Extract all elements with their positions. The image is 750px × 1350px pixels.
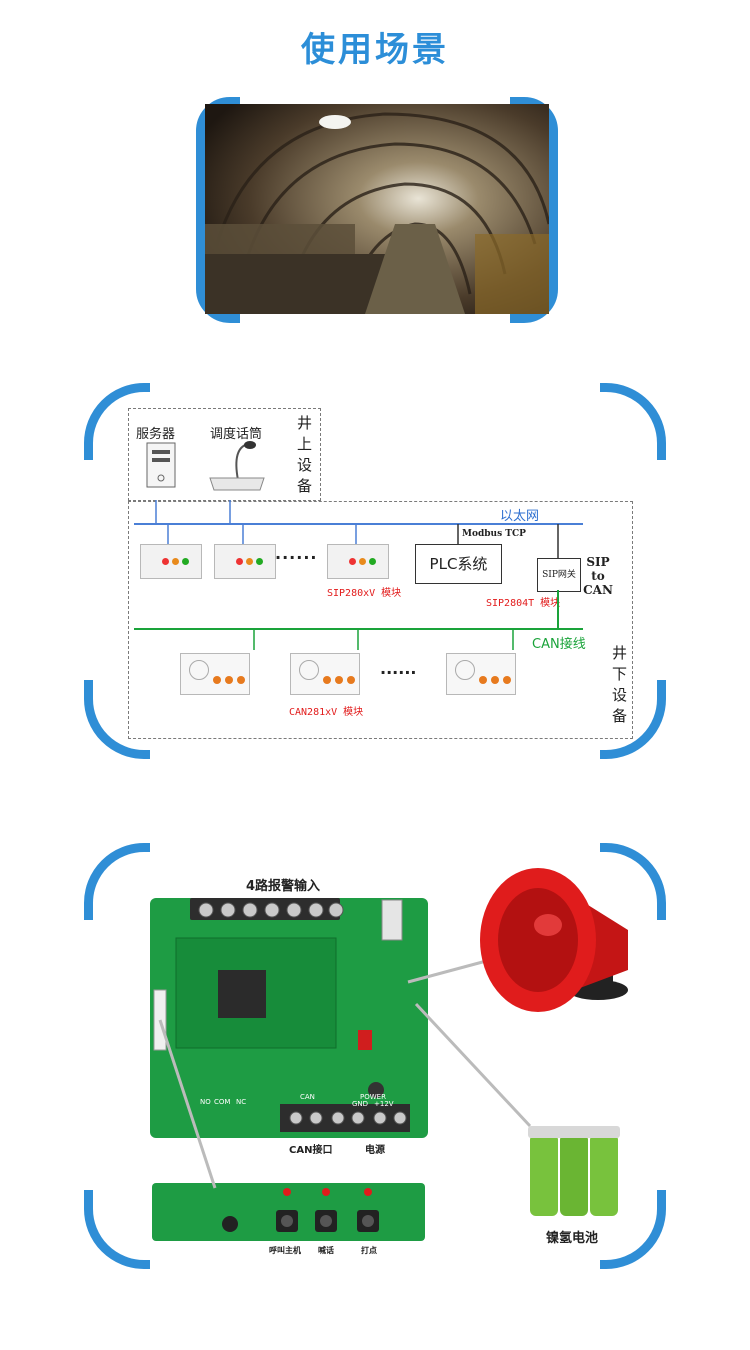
server-icon: [146, 442, 176, 488]
sip280-label: SIP280xV 模块: [327, 588, 402, 599]
pcb-details: [153, 898, 410, 1132]
can281-module-2: [290, 653, 360, 695]
sip-to-can-label: SIP to CAN: [583, 555, 613, 597]
plc-system-box: PLC系统: [415, 544, 502, 584]
sip-gateway-box: SIP网关: [537, 558, 581, 592]
board-term-power: POWER: [360, 1093, 386, 1101]
ethernet-bus: [134, 500, 583, 558]
server-label: 服务器: [136, 427, 176, 442]
pointer-lines: [158, 958, 532, 1189]
board-term-12v: +12V: [374, 1100, 394, 1108]
battery-label: 镍氢电池: [546, 1231, 599, 1246]
page-title: 使用场景: [301, 30, 449, 70]
sip-gateway-label: SIP网关: [542, 570, 576, 580]
sip-to-can-line-2: to: [591, 569, 605, 583]
mine-tunnel-image: [205, 104, 549, 314]
board-term-no: NO: [200, 1098, 211, 1106]
sip280-module-2: [214, 544, 276, 579]
horn-speaker-image: [480, 868, 628, 1012]
plc-label: PLC系统: [429, 555, 488, 573]
ethernet-ellipsis: ······: [275, 548, 318, 567]
modbus-label: Modbus TCP: [462, 529, 526, 539]
sip-to-can-line-1: SIP: [586, 555, 610, 569]
board-term-nc: NC: [236, 1098, 247, 1106]
surface-equipment-label: 井上设备: [297, 414, 313, 495]
underground-equipment-label: 井下设备: [612, 644, 628, 725]
power-label: 电源: [365, 1145, 385, 1156]
can281-module-3: [446, 653, 516, 695]
nimh-battery-image: [528, 1126, 620, 1216]
dispatch-mic-label: 调度话筒: [210, 427, 263, 442]
can-ellipsis: ······: [380, 663, 417, 682]
sip2804-label: SIP2804T 模块: [486, 598, 561, 609]
can-port-label: CAN接口: [289, 1145, 333, 1156]
button-pcb-details: [222, 1188, 379, 1232]
button-label-broadcast: 喊话: [318, 1246, 334, 1255]
underground-equipment-box: [128, 501, 633, 739]
sip-to-can-line-3: CAN: [583, 583, 613, 597]
can281-module-1: [180, 653, 250, 695]
dispatch-microphone-icon: [209, 441, 265, 491]
can281-label: CAN281xV 模块: [289, 707, 364, 718]
sip280-module-3: [327, 544, 389, 579]
alarm-input-label: 4路报警输入: [246, 879, 321, 894]
board-term-gnd: GND: [352, 1100, 369, 1108]
button-label-call-host: 呼叫主机: [269, 1246, 301, 1255]
can-bus: [134, 590, 583, 650]
button-label-signal: 打点: [361, 1246, 377, 1255]
board-term-com: COM: [214, 1098, 231, 1106]
ethernet-label: 以太网: [500, 509, 540, 524]
board-term-can: CAN: [300, 1093, 315, 1101]
can-bus-label: CAN接线: [532, 637, 586, 652]
sip280-module-1: [140, 544, 202, 579]
surface-equipment-box: [128, 408, 321, 501]
